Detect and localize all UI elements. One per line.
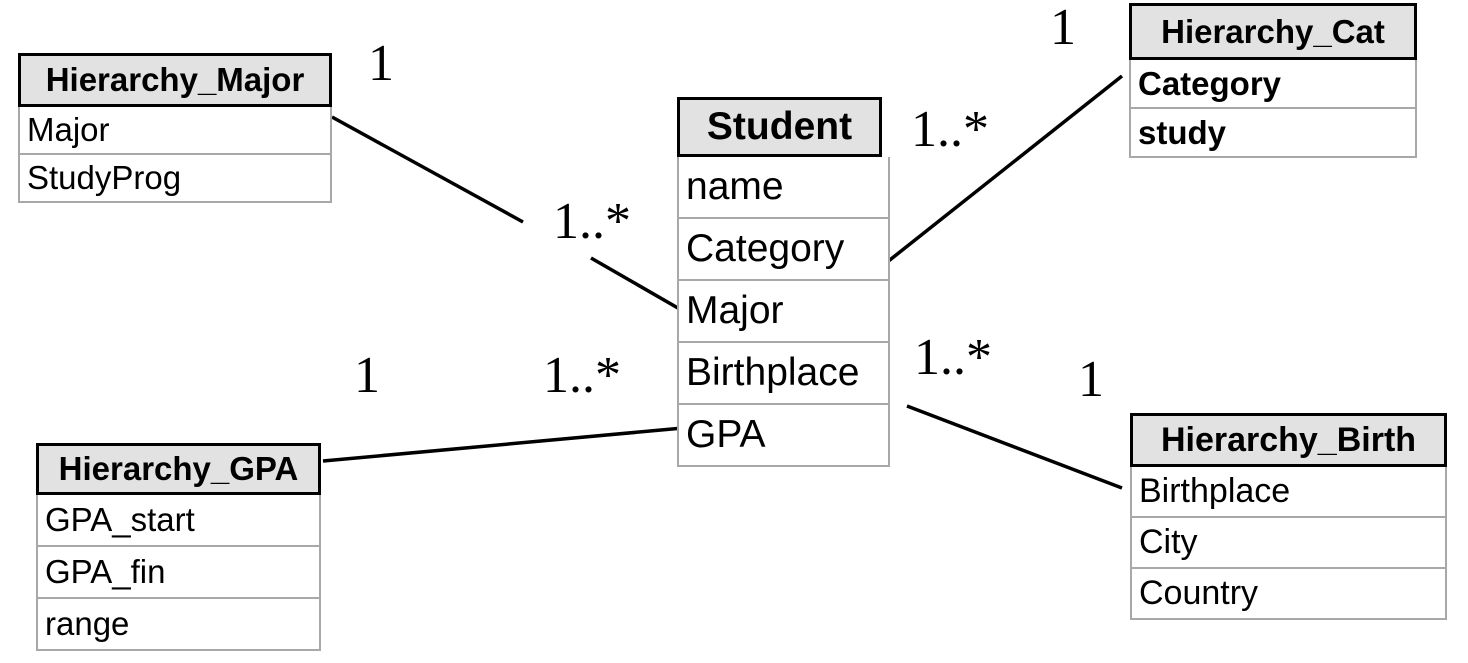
- entity-hierarchy-gpa: Hierarchy_GPA GPA_start GPA_fin range: [36, 443, 321, 651]
- entity-student: Student name Category Major Birthplace G…: [677, 97, 890, 467]
- attribute-gpa-fin: GPA_fin: [36, 547, 321, 599]
- attribute-birthplace: Birthplace: [677, 343, 890, 405]
- line-birth-student: [906, 404, 1123, 490]
- attribute-gpa: GPA: [677, 405, 890, 467]
- attribute-category: Category: [677, 219, 890, 281]
- cardinality-gpa-many: 1..*: [543, 347, 621, 404]
- entity-hierarchy-cat-title: Hierarchy_Cat: [1129, 3, 1417, 60]
- entity-hierarchy-birth-title: Hierarchy_Birth: [1130, 413, 1447, 467]
- attribute-major: Major: [18, 107, 332, 155]
- attribute-country: Country: [1130, 569, 1447, 620]
- attribute-city: City: [1130, 518, 1447, 569]
- entity-hierarchy-birth: Hierarchy_Birth Birthplace City Country: [1130, 413, 1447, 620]
- cardinality-birth-many: 1..*: [914, 329, 992, 386]
- cardinality-cat-one: 1: [1050, 0, 1076, 56]
- cardinality-major-one: 1: [368, 35, 394, 92]
- attribute-birthplace: Birthplace: [1130, 467, 1447, 518]
- cardinality-major-many: 1..*: [553, 193, 631, 250]
- attribute-name: name: [677, 157, 890, 219]
- entity-hierarchy-cat: Hierarchy_Cat Category study: [1129, 3, 1417, 158]
- attribute-gpa-start: GPA_start: [36, 495, 321, 547]
- line-major-student-seg1: [331, 115, 524, 224]
- entity-hierarchy-gpa-title: Hierarchy_GPA: [36, 443, 321, 495]
- cardinality-birth-one: 1: [1078, 351, 1104, 408]
- attribute-major: Major: [677, 281, 890, 343]
- entity-hierarchy-major: Hierarchy_Major Major StudyProg: [18, 53, 332, 203]
- attribute-studyprog: StudyProg: [18, 155, 332, 203]
- line-gpa-student: [322, 425, 695, 463]
- cardinality-gpa-one: 1: [354, 347, 380, 404]
- entity-hierarchy-major-title: Hierarchy_Major: [18, 53, 332, 107]
- attribute-category: Category: [1129, 60, 1417, 109]
- entity-student-title: Student: [677, 97, 882, 157]
- attribute-study: study: [1129, 109, 1417, 158]
- cardinality-cat-many: 1..*: [911, 101, 989, 158]
- attribute-range: range: [36, 599, 321, 651]
